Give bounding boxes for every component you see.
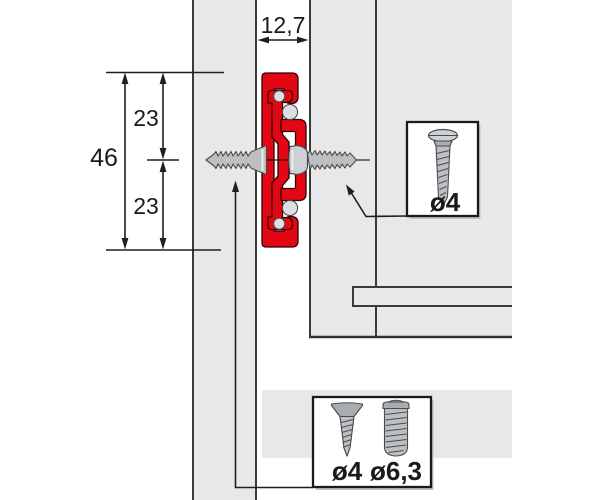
cabinet-rail — [352, 287, 512, 306]
dimension-lower-half-label: 23 — [133, 193, 159, 219]
countersunk-screw-icon — [330, 402, 364, 457]
mounting-screw-cabinet-side — [288, 144, 357, 176]
dimension-total-height: 46 — [90, 72, 129, 250]
mounting-screw-drawer-side — [205, 144, 268, 176]
callout-leader-drawer-screws — [234, 183, 313, 489]
callout-leader-cabinet-screw — [348, 189, 408, 218]
drawer-screws-callout-box — [311, 395, 433, 489]
pan-head-screw-icon — [427, 128, 459, 207]
dimension-upper-half-label: 23 — [133, 105, 159, 131]
leader-arrowhead — [346, 184, 355, 196]
arrowhead-left — [257, 36, 269, 44]
drawer-screws-callout: ø4 ø6,3 — [232, 180, 434, 490]
arrowhead-right — [297, 36, 309, 44]
cabinet-screw-diameter-label: ø4 — [430, 187, 461, 217]
cabinet-screw-callout: ø4 — [346, 120, 481, 219]
leader-arrowhead — [232, 180, 239, 192]
euro-screw-icon — [382, 399, 410, 457]
drawer-screw-small-diameter-label: ø4 — [332, 456, 363, 486]
dimension-total-height-label: 46 — [90, 144, 118, 172]
drawer-screw-large-diameter-label: ø6,3 — [370, 456, 422, 486]
dimension-lower-half: 23 — [133, 160, 167, 250]
dimension-width-label: 12,7 — [261, 12, 306, 38]
dimension-lines-left: 46 23 23 — [90, 71, 224, 251]
dimension-upper-half: 23 — [133, 72, 167, 160]
dimension-slide-space-width: 12,7 — [257, 12, 309, 44]
